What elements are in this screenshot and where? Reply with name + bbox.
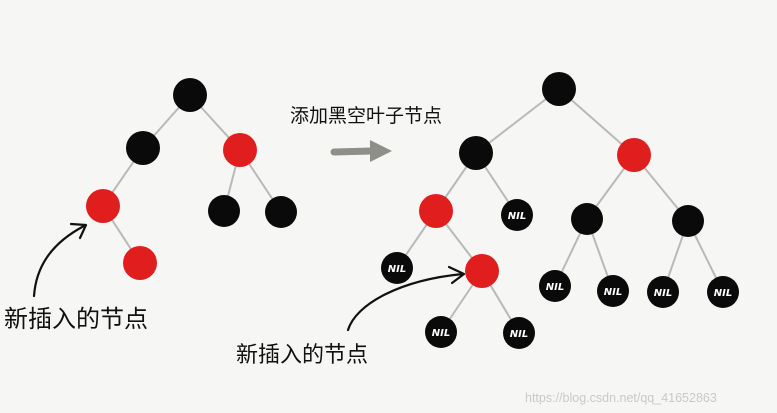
nil-node-circle [597, 275, 629, 307]
black-node-circle [542, 72, 576, 106]
nil-label: NIL [546, 282, 564, 293]
red-node-circle [86, 189, 120, 223]
nil-label: NIL [432, 328, 450, 339]
nil-leaf-node: NIL [503, 317, 535, 349]
black-node [265, 196, 297, 228]
red-node-circle [465, 254, 499, 288]
black-node-circle [126, 131, 160, 165]
black-node [571, 203, 603, 235]
watermark: https://blog.csdn.net/qq_41652863 [525, 391, 717, 405]
nil-node-circle [503, 317, 535, 349]
nil-leaf-node: NIL [501, 199, 533, 231]
tree-edge [475, 88, 560, 154]
action-label: 添加黑空叶子节点 [290, 105, 442, 127]
tree-nodes: NIL NIL NIL NIL NIL NIL NIL NIL [86, 72, 739, 349]
nil-leaf-node: NIL [425, 316, 457, 348]
black-node-circle [459, 136, 493, 170]
black-node [542, 72, 576, 106]
black-node-circle [208, 195, 240, 227]
transition-arrow [330, 140, 392, 162]
red-node-circle [223, 133, 257, 167]
nil-node-circle [501, 199, 533, 231]
red-node [617, 138, 651, 172]
red-node-circle [617, 138, 651, 172]
pointer-arrow-right [346, 265, 466, 332]
nil-node-circle [425, 316, 457, 348]
nil-leaf-node: NIL [597, 275, 629, 307]
nil-node-circle [539, 270, 571, 302]
nil-label: NIL [510, 329, 528, 340]
black-node-circle [672, 205, 704, 237]
black-node [208, 195, 240, 227]
nil-label: NIL [508, 211, 526, 222]
red-node-circle [123, 246, 157, 280]
red-node [419, 194, 453, 228]
nil-leaf-node: NIL [707, 276, 739, 308]
red-node [123, 246, 157, 280]
nil-node-circle [381, 252, 413, 284]
nil-leaf-node: NIL [539, 270, 571, 302]
black-node-circle [173, 78, 207, 112]
new-node-label-left: 新插入的节点 [4, 305, 148, 333]
nil-leaf-node: NIL [381, 252, 413, 284]
red-node-circle [419, 194, 453, 228]
red-node [223, 133, 257, 167]
nil-label: NIL [714, 288, 732, 299]
black-node [173, 78, 207, 112]
red-node [465, 254, 499, 288]
nil-leaf-node: NIL [647, 276, 679, 308]
black-node [672, 205, 704, 237]
black-node-circle [571, 203, 603, 235]
black-node [126, 131, 160, 165]
new-node-label-right: 新插入的节点 [236, 343, 368, 368]
nil-label: NIL [654, 288, 672, 299]
nil-label: NIL [604, 287, 622, 298]
nil-node-circle [647, 276, 679, 308]
red-node [86, 189, 120, 223]
black-node [459, 136, 493, 170]
nil-label: NIL [388, 264, 406, 275]
black-node-circle [265, 196, 297, 228]
nil-node-circle [707, 276, 739, 308]
pointer-arrow-left [32, 222, 88, 298]
